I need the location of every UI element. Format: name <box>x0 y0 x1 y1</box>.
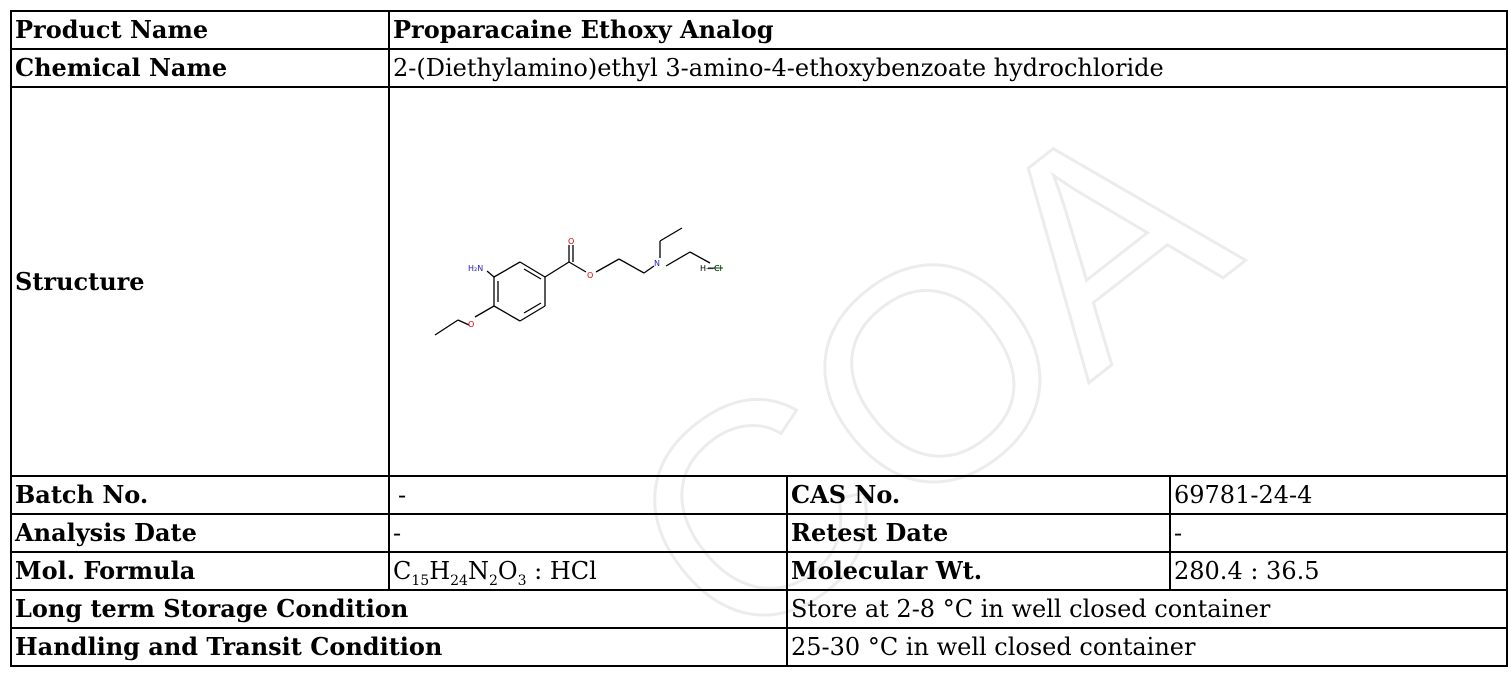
molecule-bonds <box>434 227 723 336</box>
row-chemical-name: Chemical Name 2-(Diethylamino)ethyl 3-am… <box>10 48 1509 88</box>
carbonyl-oxygen-label: O <box>568 237 574 246</box>
formula-c: C <box>393 557 412 585</box>
formula-o: O <box>497 557 518 585</box>
row-batch-cas: Batch No. - CAS No. 69781-24-4 <box>10 475 1509 515</box>
row-structure: Structure <box>10 86 1509 477</box>
formula-h: H <box>429 557 451 585</box>
retest-date-label: Retest Date <box>786 513 1171 553</box>
mol-formula-label: Mol. Formula <box>10 551 390 591</box>
formula-n: N <box>467 557 489 585</box>
handling-label: Handling and Transit Condition <box>10 627 788 667</box>
row-product-name: Product Name Proparacaine Ethoxy Analog <box>10 10 1509 50</box>
ether-oxygen-label: O <box>468 320 474 329</box>
product-name-label: Product Name <box>10 10 390 50</box>
formula-h-count: 24 <box>450 572 468 589</box>
mol-formula-value: C15H24N2O3 : HCl <box>388 551 788 591</box>
storage-value: Store at 2-8 °C in well closed container <box>785 589 1509 629</box>
storage-label: Long term Storage Condition <box>10 589 788 629</box>
structure-label: Structure <box>10 86 390 477</box>
coa-table: Product Name Proparacaine Ethoxy Analog … <box>10 10 1509 667</box>
row-handling: Handling and Transit Condition 25-30 °C … <box>10 627 1509 667</box>
molecular-wt-label: Molecular Wt. <box>786 551 1171 591</box>
handling-value: 25-30 °C in well closed container <box>785 627 1509 667</box>
cas-no-value: 69781-24-4 <box>1168 475 1509 515</box>
batch-no-label: Batch No. <box>10 475 390 515</box>
retest-date-value: - <box>1168 513 1509 553</box>
row-storage: Long term Storage Condition Store at 2-8… <box>10 589 1509 629</box>
product-name-value: Proparacaine Ethoxy Analog <box>387 10 1509 50</box>
amine-label: H₂N <box>468 264 483 273</box>
nitrogen-label: N <box>654 259 660 268</box>
analysis-date-label: Analysis Date <box>10 513 390 553</box>
cas-no-label: CAS No. <box>786 475 1171 515</box>
formula-suffix: : HCl <box>526 557 597 585</box>
chemical-name-label: Chemical Name <box>10 48 390 88</box>
chemical-name-value: 2-(Diethylamino)ethyl 3-amino-4-ethoxybe… <box>387 48 1509 88</box>
batch-no-value: - <box>388 475 788 515</box>
hcl-label: H—Cl <box>700 264 722 273</box>
analysis-date-value: - <box>388 513 788 553</box>
ester-oxygen-label: O <box>587 271 593 280</box>
molecular-wt-value: 280.4 : 36.5 <box>1168 551 1509 591</box>
row-dates: Analysis Date - Retest Date - <box>10 513 1509 553</box>
structure-diagram: H₂N O O O N H—Cl <box>434 227 723 336</box>
formula-c-count: 15 <box>411 572 430 589</box>
formula-o-count: 3 <box>517 572 527 589</box>
row-formula-weight: Mol. Formula C15H24N2O3 : HCl Molecular … <box>10 551 1509 591</box>
formula-n-count: 2 <box>488 572 498 589</box>
structure-cell: H₂N O O O N H—Cl <box>387 86 1509 477</box>
